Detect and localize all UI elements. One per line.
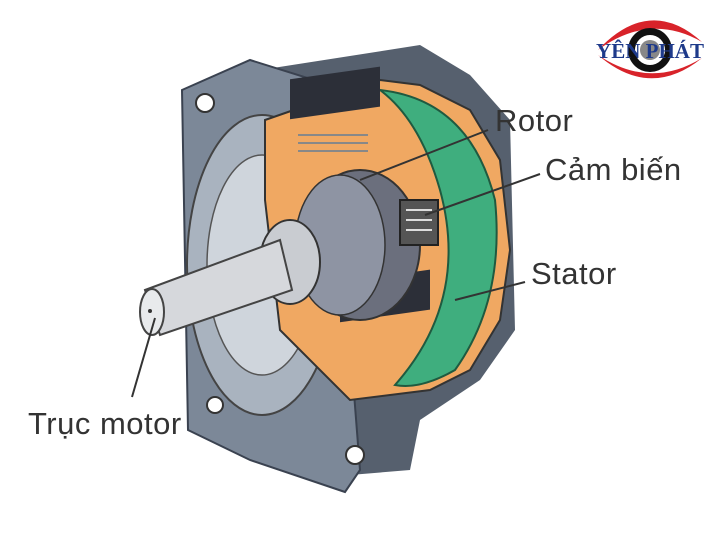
- hall-sensor: [399, 199, 439, 246]
- rotor: [294, 169, 421, 321]
- mount-hole: [345, 445, 365, 465]
- yen-phat-logo: YÊN PHÁT: [596, 20, 704, 79]
- label-sensor: Cảm biến: [545, 152, 682, 187]
- leader-lines: [131, 129, 541, 398]
- label-rotor: Rotor: [495, 103, 574, 138]
- label-stator: Stator: [531, 256, 617, 291]
- mount-hole: [195, 93, 215, 113]
- label-shaft: Trục motor: [28, 406, 182, 441]
- svg-text:YÊN PHÁT: YÊN PHÁT: [596, 39, 704, 63]
- mount-hole: [206, 396, 224, 414]
